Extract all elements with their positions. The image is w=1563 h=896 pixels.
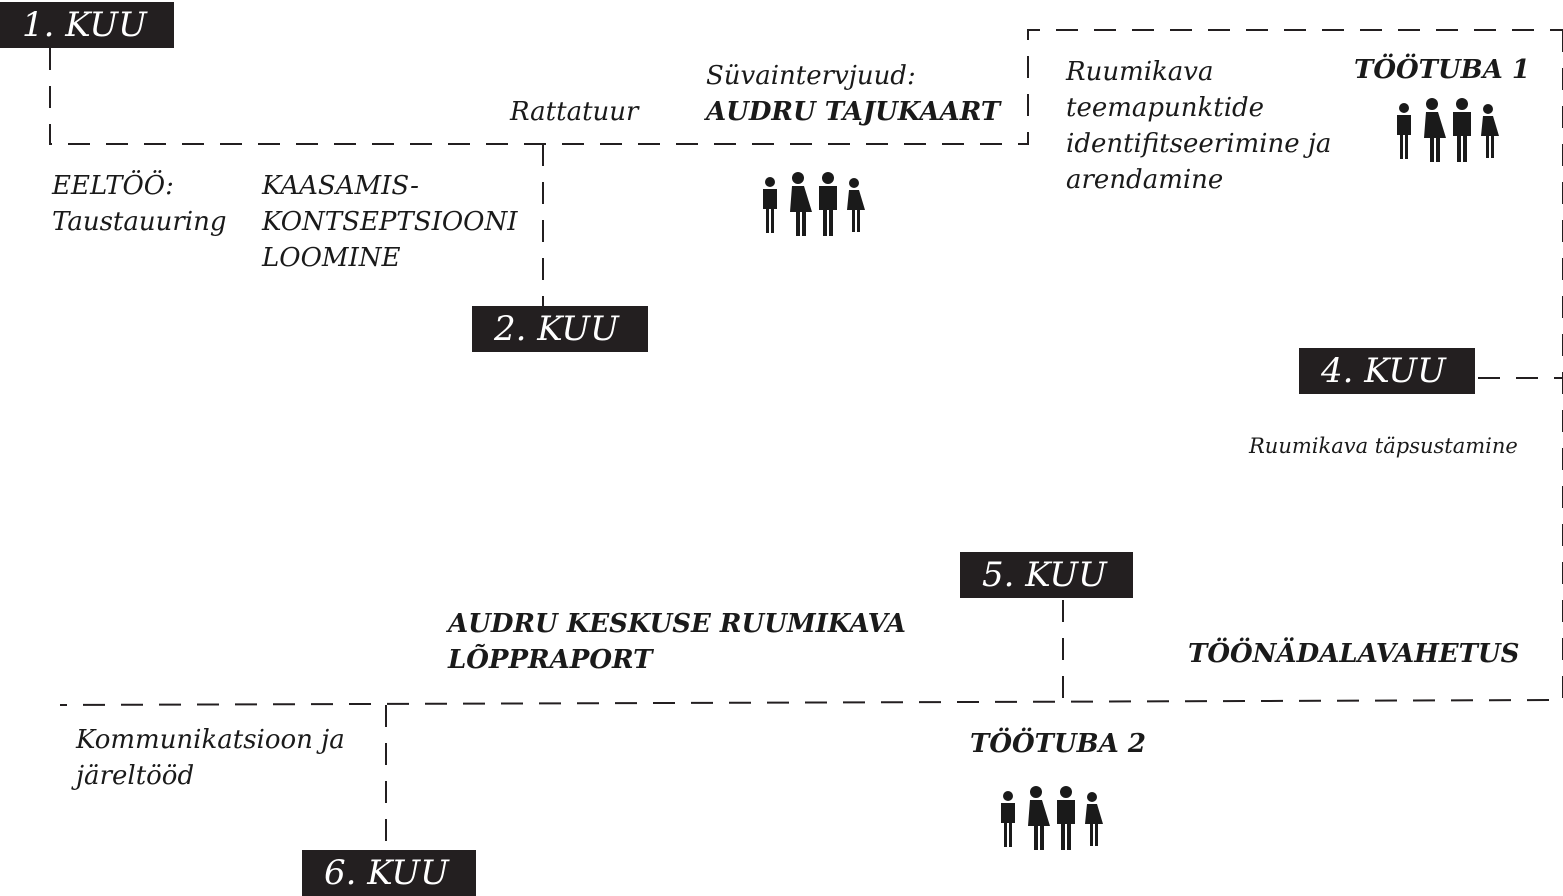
step-toonadalavahetus: TÖÖNÄDALAVAHETUS: [1188, 639, 1520, 669]
people-group-icon: [1001, 786, 1103, 850]
step-kaasamis: KAASAMIS- KONTSEPTSIOONI LOOMINE: [262, 168, 518, 276]
month-badge-4: 4. KUU: [1299, 348, 1475, 394]
step-tapsustamine: Ruumikava täpsustamine: [1249, 434, 1518, 458]
people-group-icon: [1397, 98, 1499, 162]
step-eeltoo: EELTÖÖ: Taustauuring: [52, 168, 226, 240]
path-segment-3: [59, 30, 1563, 706]
step-ruumikava-teema: Ruumikava teemapunktide identifitseerimi…: [1066, 54, 1331, 198]
month-badge-1: 1. KUU: [0, 2, 174, 48]
step-eeltoo-subtitle: Taustauuring: [52, 207, 227, 237]
step-tootuba1: TÖÖTUBA 1: [1354, 55, 1530, 85]
step-suvaintervjuud-title: AUDRU TAJUKAART: [706, 97, 1001, 127]
step-tootuba2: TÖÖTUBA 2: [970, 729, 1146, 759]
month-badge-5: 5. KUU: [960, 552, 1133, 598]
step-suvaintervjuud: Süvaintervjuud: AUDRU TAJUKAART: [706, 58, 1000, 130]
step-lopparaport: AUDRU KESKUSE RUUMIKAVA LÕPPRAPORT: [448, 606, 906, 678]
step-lopparaport-line1: AUDRU KESKUSE RUUMIKAVA: [448, 609, 906, 639]
step-ruumikava-teema-line2: teemapunktide: [1066, 93, 1265, 123]
step-ruumikava-teema-line3: identifitseerimine ja: [1066, 129, 1332, 159]
people-group-icon: [763, 172, 865, 236]
step-eeltoo-title: EELTÖÖ:: [52, 171, 174, 201]
step-ruumikava-teema-line1: Ruumikava: [1066, 57, 1214, 87]
step-ruumikava-teema-line4: arendamine: [1066, 165, 1224, 195]
month-badge-2: 2. KUU: [472, 306, 648, 352]
step-kommunikatsioon-line1: Kommunikatsioon ja: [76, 725, 345, 755]
step-kaasamis-line1: KAASAMIS-: [262, 171, 419, 201]
path-segment-1: [49, 29, 1563, 145]
step-kommunikatsioon: Kommunikatsioon ja järeltööd: [76, 722, 345, 794]
month-badge-6: 6. KUU: [302, 850, 476, 896]
step-kommunikatsioon-line2: järeltööd: [76, 761, 195, 791]
step-suvaintervjuud-label: Süvaintervjuud:: [706, 61, 916, 91]
step-rattatuur: Rattatuur: [510, 97, 639, 127]
step-kaasamis-line2: KONTSEPTSIOONI: [262, 207, 518, 237]
step-lopparaport-line2: LÕPPRAPORT: [448, 645, 653, 675]
step-kaasamis-line3: LOOMINE: [262, 243, 401, 273]
